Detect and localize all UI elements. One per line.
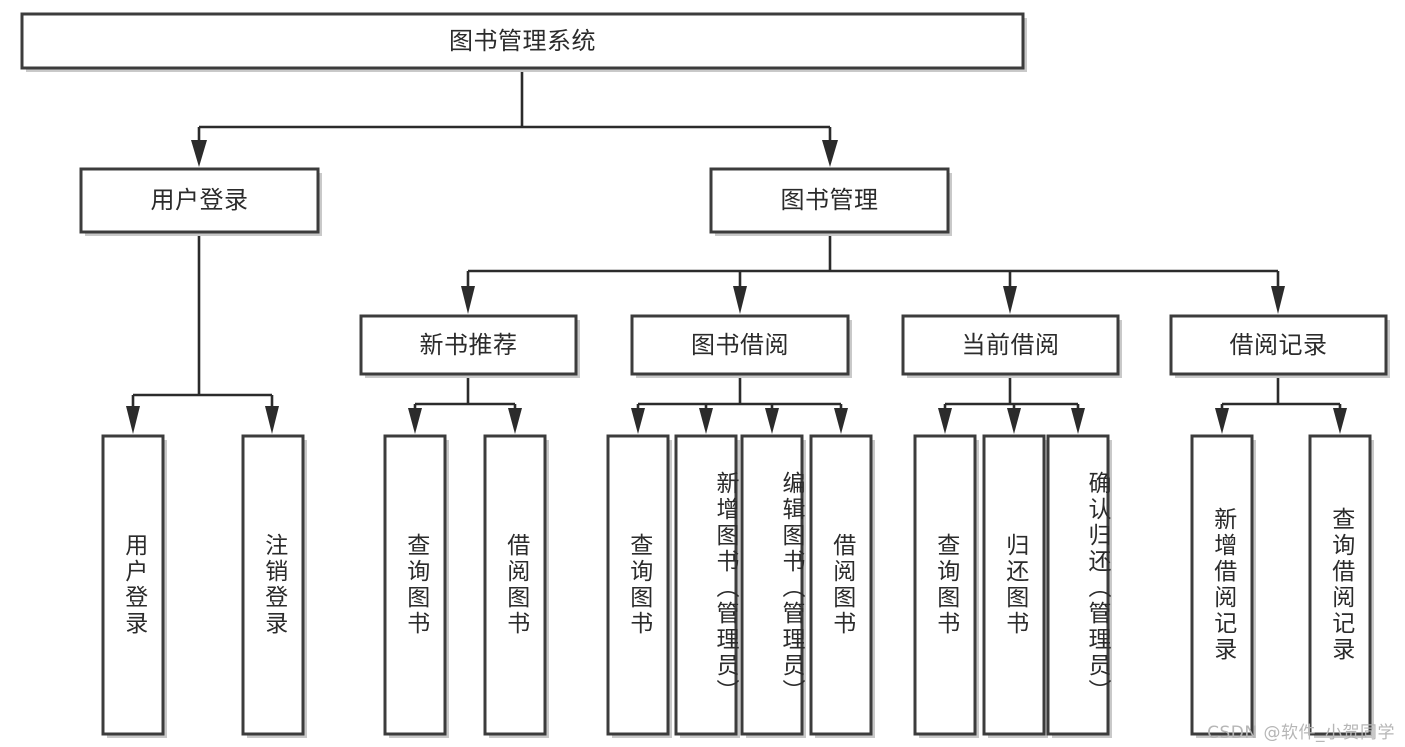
arrow-user-leaf2 [265,406,279,434]
arrow-root-to-book [822,140,838,167]
node-box-leaf-n2[interactable] [483,434,547,736]
arrow-book-c4 [1271,286,1285,314]
node-box-user-login[interactable] [79,167,320,234]
node-box-leaf-c2[interactable] [982,434,1046,736]
arrow-book-c1 [461,286,475,314]
arrow-newbook-l2 [508,408,522,434]
node-box-leaf-c1[interactable] [913,434,977,736]
arrow-current-l2 [1007,408,1021,434]
node-box-borrow-record[interactable] [1169,314,1388,376]
node-box-current-borrow[interactable] [901,314,1120,376]
arrow-current-l1 [938,408,952,434]
arrow-bookborrow-l2 [699,408,713,434]
arrow-bookborrow-l3 [765,408,779,434]
node-box-root[interactable] [20,12,1025,70]
csdn-watermark: CSDN @软件_小贺同学 [1207,723,1395,743]
arrow-current-l3 [1071,408,1085,434]
connector-group-book-borrow [631,374,848,434]
node-box-leaf-r2[interactable] [1308,434,1372,736]
node-box-leaf-b4[interactable] [809,434,873,736]
node-box-leaf-n1[interactable] [383,434,447,736]
connector-group-root [191,68,838,167]
arrow-book-c2 [733,286,747,314]
node-box-leaf-b1[interactable] [606,434,670,736]
node-boxes [20,12,1390,738]
node-box-book-manage[interactable] [709,167,950,234]
arrow-bookborrow-l1 [631,408,645,434]
arrow-user-leaf1 [126,406,140,434]
arrow-bookborrow-l4 [834,408,848,434]
connector-group-borrow-record [1215,374,1347,434]
connector-group-book-manage [461,232,1285,314]
connector-group-current-borrow [938,374,1085,434]
arrow-root-to-user [191,140,207,167]
connector-group-user-login [126,232,279,434]
node-box-new-book[interactable] [359,314,578,376]
node-box-leaf-b3[interactable] [740,434,804,736]
connector-group-new-book [408,374,522,434]
arrow-record-l2 [1333,408,1347,434]
arrow-newbook-l1 [408,408,422,434]
node-box-leaf-c3[interactable] [1046,434,1110,736]
node-box-leaf-b2[interactable] [674,434,738,736]
node-box-leaf-r1[interactable] [1190,434,1254,736]
arrow-book-c3 [1003,286,1017,314]
arrow-record-l1 [1215,408,1229,434]
node-box-leaf-u2[interactable] [241,434,305,736]
node-box-book-borrow[interactable] [630,314,850,376]
node-box-leaf-u1[interactable] [101,434,165,736]
